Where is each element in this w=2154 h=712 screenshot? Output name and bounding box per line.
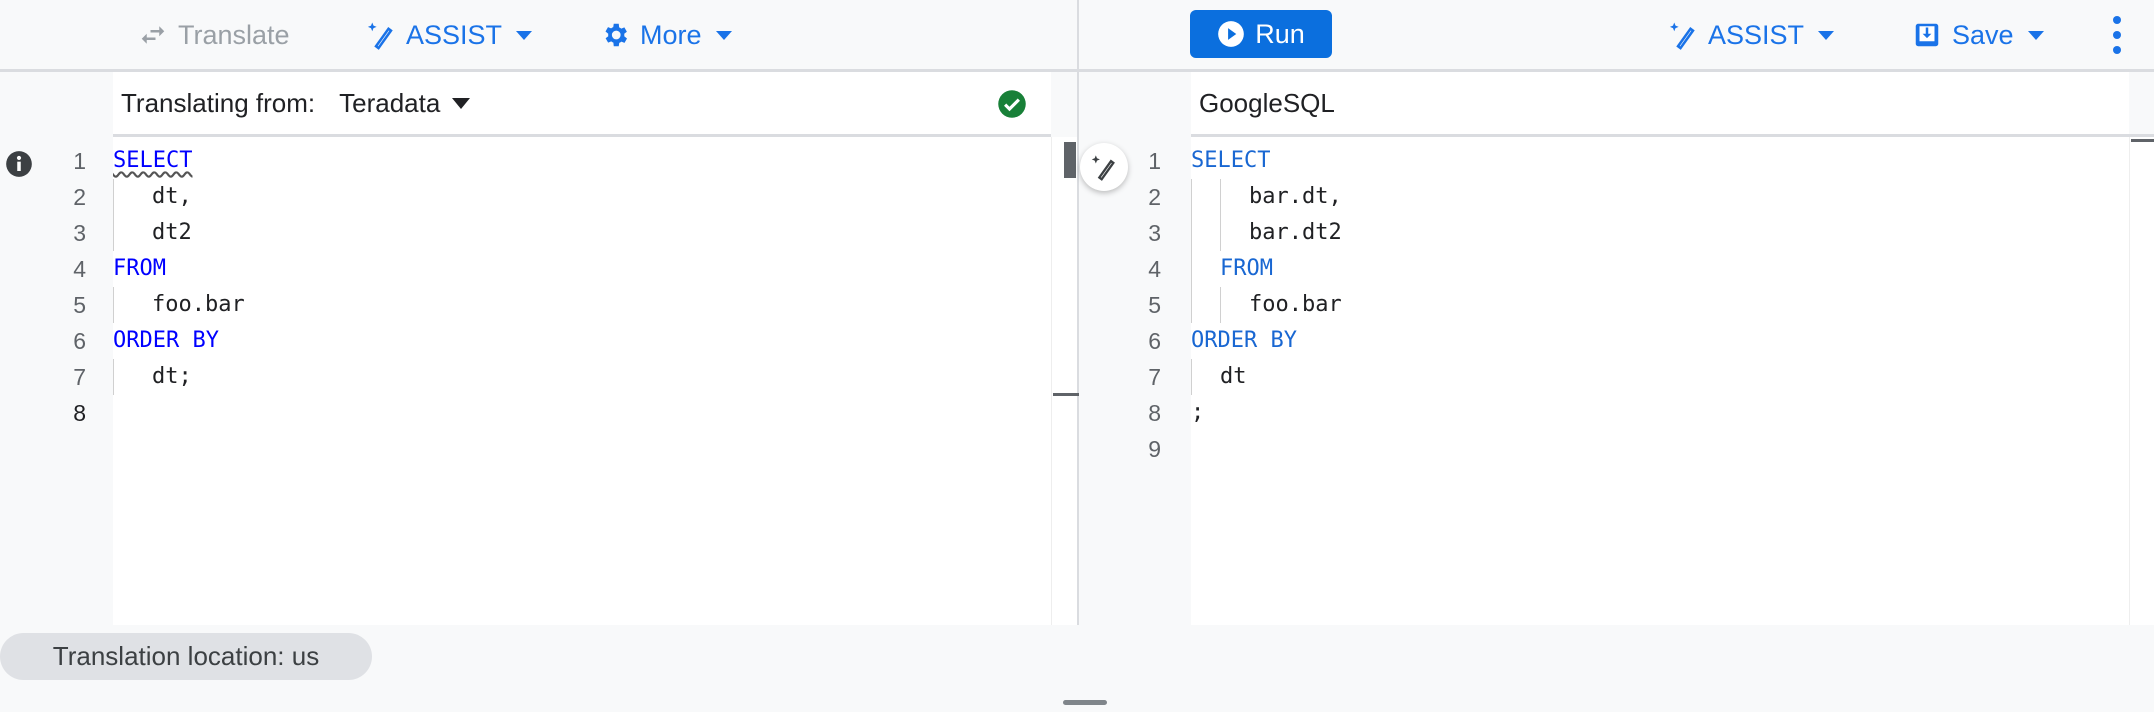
target-editor[interactable]	[1191, 137, 2129, 625]
assist-label: ASSIST	[406, 19, 503, 50]
line-number: 1	[1148, 148, 1161, 174]
code-line: foo.bar	[152, 292, 245, 317]
magic-pen-icon	[1091, 155, 1115, 181]
translate-button[interactable]: Translate	[138, 14, 290, 56]
gear-icon	[605, 23, 627, 47]
assist-label: ASSIST	[1708, 19, 1805, 50]
code-line: dt	[1220, 364, 1247, 389]
chevron-down-icon	[1818, 30, 1835, 40]
source-scrollbar[interactable]	[1051, 137, 1079, 625]
scroll-thumb[interactable]	[1064, 142, 1076, 178]
translate-label: Translate	[178, 19, 290, 50]
indent-guide	[1191, 251, 1192, 287]
target-dialect-label: GoogleSQL	[1199, 87, 1335, 118]
target-scrollbar[interactable]	[2129, 137, 2154, 625]
line-number: 8	[1148, 400, 1161, 426]
code-line: bar.dt2	[1249, 220, 1342, 245]
line-number: 2	[1148, 184, 1161, 210]
translation-location-label: Translation location: us	[52, 641, 320, 671]
code-line: dt;	[152, 364, 192, 389]
code-line: ;	[1191, 400, 1205, 425]
save-label: Save	[1952, 19, 2014, 50]
line-number: 2	[73, 184, 86, 210]
source-dialect-value: Teradata	[339, 87, 441, 118]
indent-guide	[113, 215, 114, 251]
more-button[interactable]: More	[600, 14, 732, 56]
chevron-down-icon	[2027, 30, 2044, 40]
save-button[interactable]: Save	[1912, 14, 2044, 56]
chevron-down-icon	[715, 30, 732, 40]
line-number: 5	[73, 292, 86, 318]
line-number: 4	[1148, 256, 1161, 282]
header-divider	[1191, 134, 2154, 137]
indent-guide	[1220, 287, 1221, 323]
run-label: Run	[1255, 18, 1305, 49]
target-dialect-header: GoogleSQL	[1191, 72, 2129, 134]
line-number: 4	[73, 256, 86, 282]
save-download-icon	[1915, 23, 1939, 47]
assist-button-right[interactable]: ASSIST	[1668, 14, 1835, 56]
line-number: 8	[73, 400, 86, 426]
magic-pen-icon	[367, 22, 393, 50]
line-number: 9	[1148, 436, 1161, 462]
scroll-marker	[2131, 139, 2154, 142]
indent-guide	[1191, 179, 1192, 215]
resize-handle[interactable]	[1063, 700, 1107, 705]
indent-guide	[1220, 179, 1221, 215]
indent-guide	[113, 287, 114, 323]
header-divider	[113, 134, 1051, 137]
code-keyword: SELECT	[113, 148, 193, 173]
translation-location-chip[interactable]: Translation location: us	[0, 633, 372, 680]
code-line: dt,	[152, 184, 192, 209]
indent-guide	[113, 179, 114, 215]
scroll-marker	[1053, 393, 1079, 396]
indent-guide	[1191, 359, 1192, 395]
indent-guide	[1191, 287, 1192, 323]
source-dialect-select[interactable]: Teradata	[339, 87, 471, 119]
source-editor[interactable]	[113, 137, 1051, 625]
code-keyword: ORDER BY	[113, 328, 219, 353]
code-keyword: SELECT	[1191, 148, 1271, 173]
indent-guide	[113, 359, 114, 395]
assist-pen-button[interactable]	[1080, 143, 1128, 191]
source-dialect-header: Translating from: Teradata	[113, 72, 1051, 134]
indent-guide	[1220, 215, 1221, 251]
more-vert-icon[interactable]	[2108, 16, 2126, 54]
magic-pen-icon	[1669, 22, 1695, 50]
more-label: More	[640, 19, 702, 50]
line-number: 5	[1148, 292, 1161, 318]
line-number: 3	[73, 220, 86, 246]
swap-icon	[141, 26, 165, 44]
line-number: 7	[1148, 364, 1161, 390]
indent-guide	[1191, 215, 1192, 251]
chevron-down-icon	[516, 30, 533, 40]
chevron-down-icon	[452, 97, 471, 109]
line-number: 1	[73, 148, 86, 174]
line-number: 3	[1148, 220, 1161, 246]
code-keyword: ORDER BY	[1191, 328, 1297, 353]
translating-from-label: Translating from:	[121, 87, 316, 118]
assist-button-left[interactable]: ASSIST	[366, 14, 533, 56]
check-circle-icon	[998, 90, 1026, 118]
code-line: foo.bar	[1249, 292, 1342, 317]
line-number: 6	[73, 328, 86, 354]
run-button[interactable]: Run	[1190, 10, 1332, 58]
code-line: dt2	[152, 220, 192, 245]
info-icon[interactable]	[5, 150, 33, 178]
code-keyword: FROM	[1220, 256, 1273, 281]
play-circle-icon	[1218, 21, 1245, 47]
line-number: 7	[73, 364, 86, 390]
line-number: 6	[1148, 328, 1161, 354]
code-line: bar.dt,	[1249, 184, 1342, 209]
code-keyword: FROM	[113, 256, 166, 281]
pane-divider	[1077, 0, 1079, 625]
